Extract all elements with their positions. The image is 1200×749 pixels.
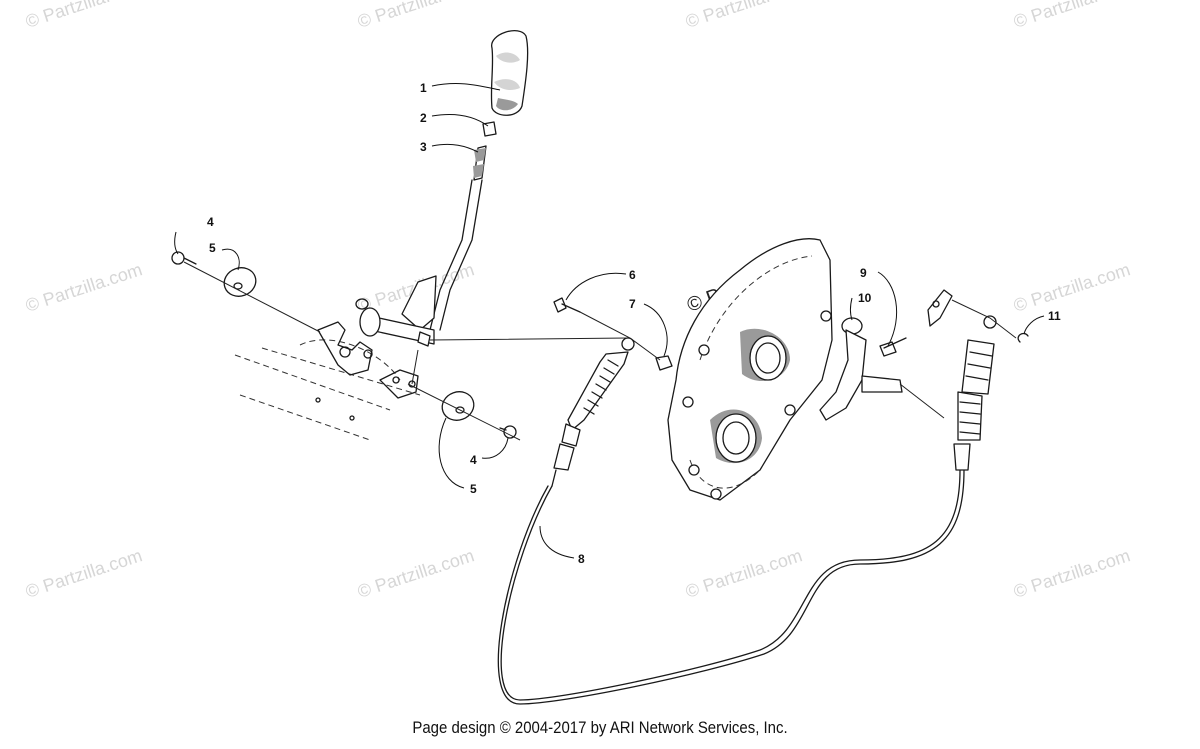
callout-3: 3 xyxy=(420,140,427,154)
shift-bracket xyxy=(819,317,903,421)
callout-10: 10 xyxy=(858,291,872,305)
transmission-cover xyxy=(667,238,833,501)
cable-nut xyxy=(655,355,673,371)
callout-8: 8 xyxy=(578,552,585,566)
watermark-layer: © Partzilla.com © Partzilla.com © Partzi… xyxy=(23,0,1133,602)
centerline xyxy=(899,299,1017,419)
callout-4: 4 xyxy=(470,453,477,467)
knob-spacer xyxy=(482,121,497,137)
callout-4: 4 xyxy=(207,215,214,229)
shift-lever xyxy=(355,145,487,347)
shift-cable xyxy=(497,315,997,705)
watermark: © Partzilla.com xyxy=(1011,0,1133,32)
page-footer: Page design © 2004-2017 by ARI Network S… xyxy=(412,718,788,737)
bolt-upper-left xyxy=(171,251,197,265)
washer-upper-left xyxy=(223,267,257,297)
watermark: © Partzilla.com xyxy=(1011,545,1133,602)
watermark: © Partzilla.com xyxy=(23,545,145,602)
watermark: © Partzilla.com xyxy=(683,545,805,602)
callout-9: 9 xyxy=(860,266,867,280)
leader-lines xyxy=(174,82,1045,559)
watermark: © Partzilla.com xyxy=(23,0,145,32)
bolt-lower xyxy=(499,425,517,439)
callouts: 1 2 3 4 5 4 5 6 7 8 9 10 11 xyxy=(207,81,1061,566)
watermark: © Partzilla.com xyxy=(683,0,805,32)
callout-5: 5 xyxy=(470,482,477,496)
watermark: © Partzilla.com xyxy=(1011,259,1133,316)
watermark: © Partzilla.com xyxy=(23,259,145,316)
washer-lower xyxy=(441,391,475,421)
callout-11: 11 xyxy=(1048,309,1061,323)
callout-5: 5 xyxy=(209,241,216,255)
cable-end-bracket xyxy=(927,289,953,327)
frame-outline xyxy=(234,321,421,441)
watermark: © Partzilla.com xyxy=(355,545,477,602)
callout-7: 7 xyxy=(629,297,636,311)
cable-bolt xyxy=(553,297,581,313)
bracket-bolt xyxy=(879,337,907,357)
centerline xyxy=(183,261,629,441)
e-clip xyxy=(1017,332,1029,343)
shift-knob xyxy=(490,30,529,116)
callout-6: 6 xyxy=(629,268,636,282)
watermark: © Partzilla.com xyxy=(355,0,477,32)
callout-1: 1 xyxy=(420,81,427,95)
callout-2: 2 xyxy=(420,111,427,125)
